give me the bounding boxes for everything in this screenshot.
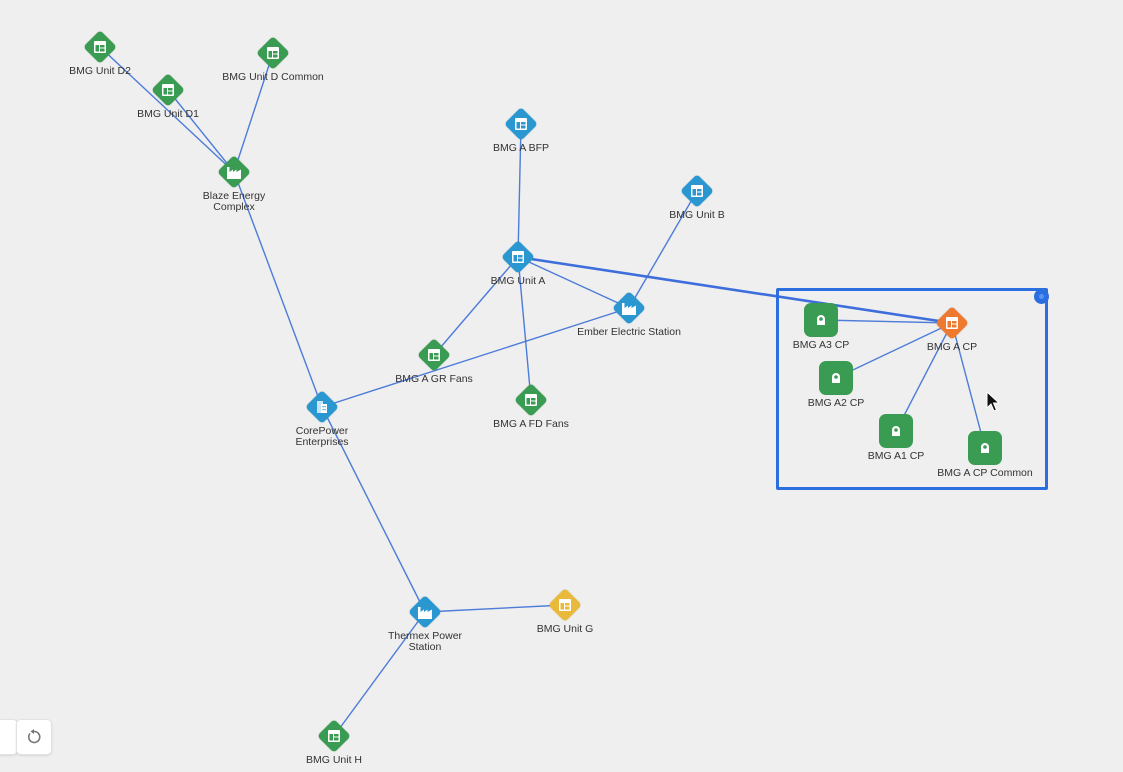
mouse-cursor-icon (986, 391, 1000, 412)
node-shape[interactable] (819, 361, 853, 395)
node-label: BMG Unit D1 (137, 108, 199, 120)
edge-thermex-unitg[interactable] (424, 604, 566, 613)
node-shape[interactable] (804, 303, 838, 337)
edge-unita-fdfans[interactable] (517, 256, 532, 401)
edge-dcommon-blaze[interactable] (233, 52, 274, 173)
node-label: BMG A3 CP (792, 339, 850, 351)
node-label: BMG Unit D2 (69, 65, 131, 77)
node-shape[interactable] (680, 174, 714, 208)
node-label: BMG Unit A (490, 275, 546, 287)
node-shape[interactable] (317, 719, 351, 753)
edge-d2-blaze[interactable] (99, 46, 235, 173)
pump-icon (889, 424, 903, 438)
factory-icon (417, 605, 433, 620)
edge-unitb-ember[interactable] (628, 190, 698, 309)
node-label: BMG A GR Fans (395, 373, 473, 385)
building-icon (315, 400, 329, 414)
edge-unita-acp[interactable] (517, 255, 953, 325)
unit-icon (93, 40, 107, 54)
unit-icon (514, 117, 528, 131)
factory-icon (621, 301, 637, 316)
node-label: BMG A CP (926, 341, 978, 353)
edge-acp-a1cp[interactable] (895, 322, 953, 432)
node-shape[interactable] (612, 291, 646, 325)
unit-icon (161, 83, 175, 97)
factory-icon (226, 165, 242, 180)
node-shape[interactable] (501, 240, 535, 274)
node-shape[interactable] (879, 414, 913, 448)
unit-icon (327, 729, 341, 743)
node-label: BMG A CP Common (937, 467, 1033, 479)
edge-ember-corepower[interactable] (321, 307, 630, 408)
node-shape[interactable] (504, 107, 538, 141)
edge-blaze-corepower[interactable] (233, 171, 323, 408)
edge-unita-ember[interactable] (517, 256, 630, 309)
reset-button[interactable] (16, 719, 52, 755)
node-shape[interactable] (935, 306, 969, 340)
node-shape[interactable] (417, 338, 451, 372)
reset-icon (27, 729, 41, 744)
unit-icon (427, 348, 441, 362)
unit-icon (524, 393, 538, 407)
edge-abfp-unita[interactable] (517, 123, 522, 258)
edge-thermex-unith[interactable] (333, 611, 426, 737)
node-shape[interactable] (548, 588, 582, 622)
node-shape[interactable] (256, 36, 290, 70)
node-label: BMG Unit B (669, 209, 725, 221)
node-label: BMG Unit G (536, 623, 594, 635)
node-label: Blaze Energy Complex (202, 190, 266, 213)
selection-box[interactable] (776, 288, 1049, 490)
node-shape[interactable] (514, 383, 548, 417)
node-label: Thermex Power Station (387, 630, 463, 653)
pump-icon (829, 371, 843, 385)
node-label: BMG Unit H (305, 754, 362, 766)
node-shape[interactable] (968, 431, 1002, 465)
node-label: Ember Electric Station (577, 326, 681, 338)
unit-icon (690, 184, 704, 198)
unit-icon (266, 46, 280, 60)
node-label: BMG Unit D Common (222, 71, 324, 83)
node-label: BMG A2 CP (807, 397, 865, 409)
pump-icon (978, 441, 992, 455)
edge-acp-a2cp[interactable] (835, 322, 953, 379)
node-shape[interactable] (217, 155, 251, 189)
edge-acp-a3cp[interactable] (820, 319, 953, 324)
node-shape[interactable] (408, 595, 442, 629)
unit-icon (945, 316, 959, 330)
node-shape[interactable] (83, 30, 117, 64)
node-label: BMG A FD Fans (493, 418, 569, 430)
edge-corepower-thermex[interactable] (321, 406, 426, 613)
node-shape[interactable] (151, 73, 185, 107)
unit-icon (511, 250, 525, 264)
pump-icon (814, 313, 828, 327)
node-label: BMG A1 CP (867, 450, 925, 462)
node-shape[interactable] (305, 390, 339, 424)
edge-acp-acpcommon[interactable] (951, 322, 986, 449)
node-label: CorePower Enterprises (295, 425, 349, 448)
selection-handle[interactable] (1034, 289, 1049, 304)
node-label: BMG A BFP (492, 142, 550, 154)
unit-icon (558, 598, 572, 612)
